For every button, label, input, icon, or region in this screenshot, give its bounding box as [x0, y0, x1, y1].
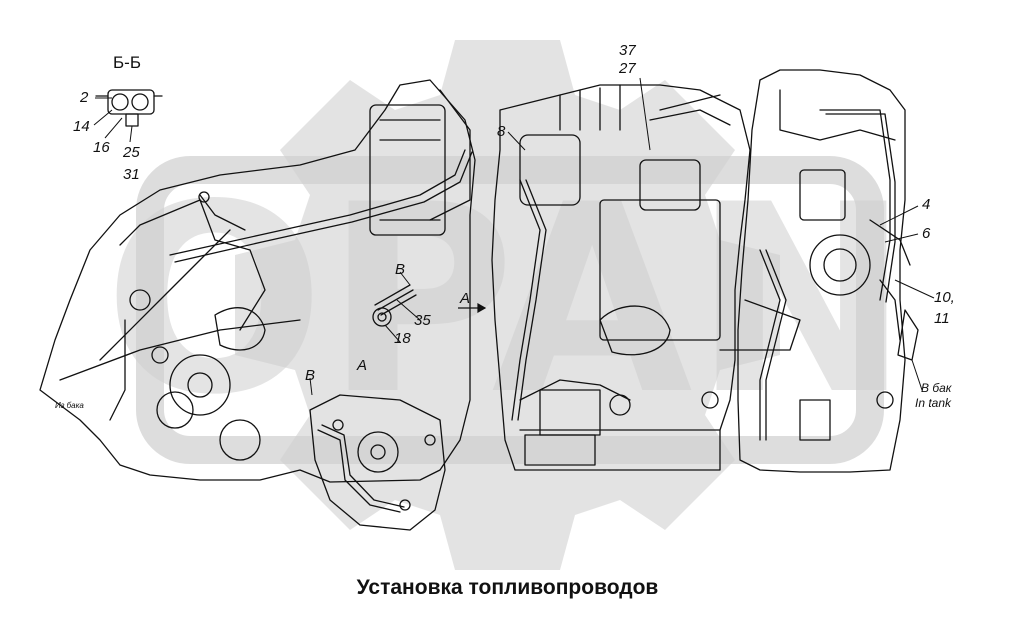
- spring-detail: [372, 284, 417, 327]
- callout-10: 10,: [934, 289, 955, 306]
- callout-37: 37: [619, 42, 636, 59]
- callout-18: 18: [394, 330, 411, 347]
- callout-31: 31: [123, 166, 140, 183]
- callout-4: 4: [922, 196, 931, 213]
- callout-8: 8: [497, 123, 506, 140]
- callout-27: 27: [619, 60, 636, 77]
- central-engine-outline: [491, 84, 751, 471]
- view-b-part: [309, 394, 446, 531]
- left-engine-outline: [39, 79, 476, 483]
- watermark-text: OPAN: [104, 150, 911, 452]
- callout-16: 16: [93, 139, 110, 156]
- callout-35: 35: [414, 312, 431, 329]
- callout-11: 11: [934, 310, 950, 327]
- view-label-b: В: [305, 367, 316, 384]
- callout-14: 14: [73, 118, 90, 135]
- callout-25: 25: [123, 144, 140, 161]
- right-engine-outline: [737, 69, 906, 473]
- view-label-b-top: В: [395, 261, 406, 278]
- tank-label-en: In tank: [915, 396, 952, 410]
- view-label-a-arrow: А: [460, 290, 471, 307]
- section-bb-detail: [95, 89, 163, 127]
- callout-2: 2: [80, 89, 89, 106]
- section-bb-title: Б-Б: [113, 53, 141, 72]
- from-tank-note: Из бака: [55, 401, 84, 410]
- figure-caption: Установка топливопроводов: [356, 576, 659, 599]
- callout-6: 6: [922, 225, 931, 242]
- view-label-a: А: [357, 357, 368, 374]
- tank-label-ru: В бак: [921, 381, 952, 395]
